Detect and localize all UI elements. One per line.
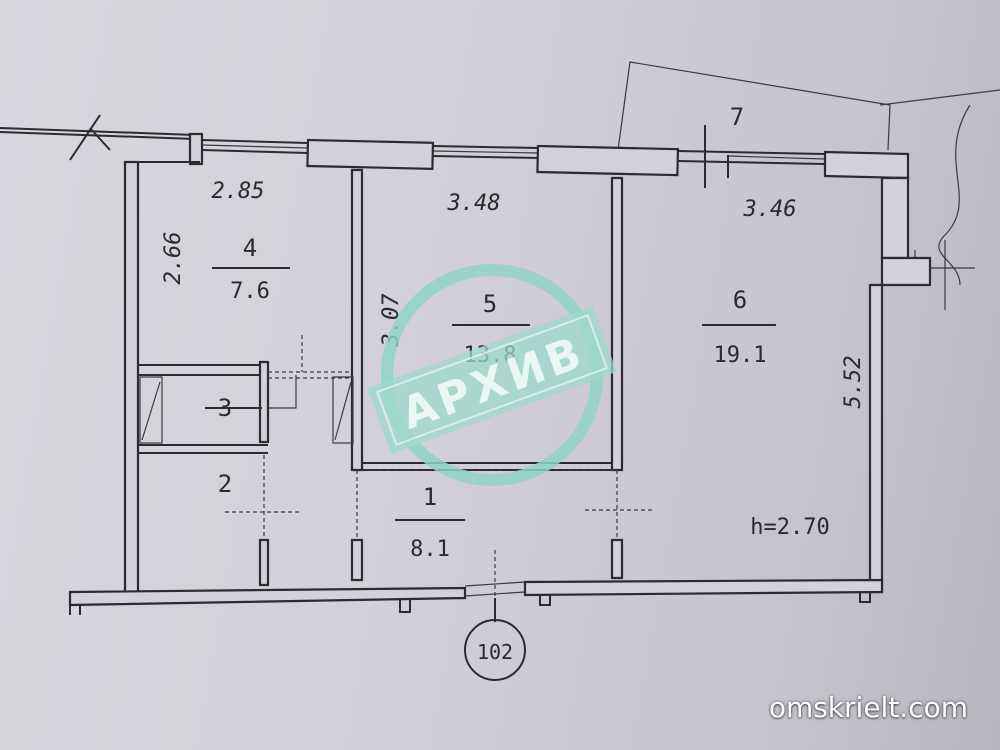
svg-text:6: 6 — [733, 286, 747, 314]
ceiling-height-label: h=2.70 — [750, 515, 829, 540]
exterior-bottom-wall — [68, 550, 884, 622]
exterior-right-wall — [868, 283, 884, 594]
apartment-number-marker — [464, 598, 526, 681]
dim-room6-width: 3.46 — [743, 197, 797, 222]
svg-text:7.6: 7.6 — [230, 279, 270, 304]
dim-room4-width: 2.85 — [212, 179, 265, 204]
dim-room6-depth: 5.52 — [841, 356, 866, 409]
room-7-label: 7 — [730, 103, 744, 131]
svg-text:5: 5 — [483, 290, 497, 318]
room-3-label: 3 — [205, 394, 262, 422]
svg-text:19.1: 19.1 — [714, 343, 767, 368]
svg-text:4: 4 — [243, 234, 257, 262]
dim-room4-depth: 2.66 — [161, 232, 186, 285]
room-4-label: 4 7.6 — [212, 234, 290, 304]
svg-text:8.1: 8.1 — [410, 537, 450, 562]
svg-text:7: 7 — [730, 103, 744, 131]
closet-marks — [139, 376, 354, 444]
room-2-label: 2 — [218, 470, 232, 498]
room-1-label: 1 8.1 — [395, 483, 465, 562]
svg-text:1: 1 — [423, 483, 437, 511]
room-6-label: 6 19.1 — [702, 286, 776, 368]
exterior-top-wall — [188, 125, 932, 287]
apartment-number: 102 — [477, 640, 513, 664]
dim-room5-width: 3.48 — [447, 191, 501, 216]
watermark-text: omskrielt.com — [768, 691, 968, 724]
door-openings — [225, 335, 652, 540]
top-wall-axis — [0, 89, 1000, 161]
svg-text:2: 2 — [218, 470, 232, 498]
